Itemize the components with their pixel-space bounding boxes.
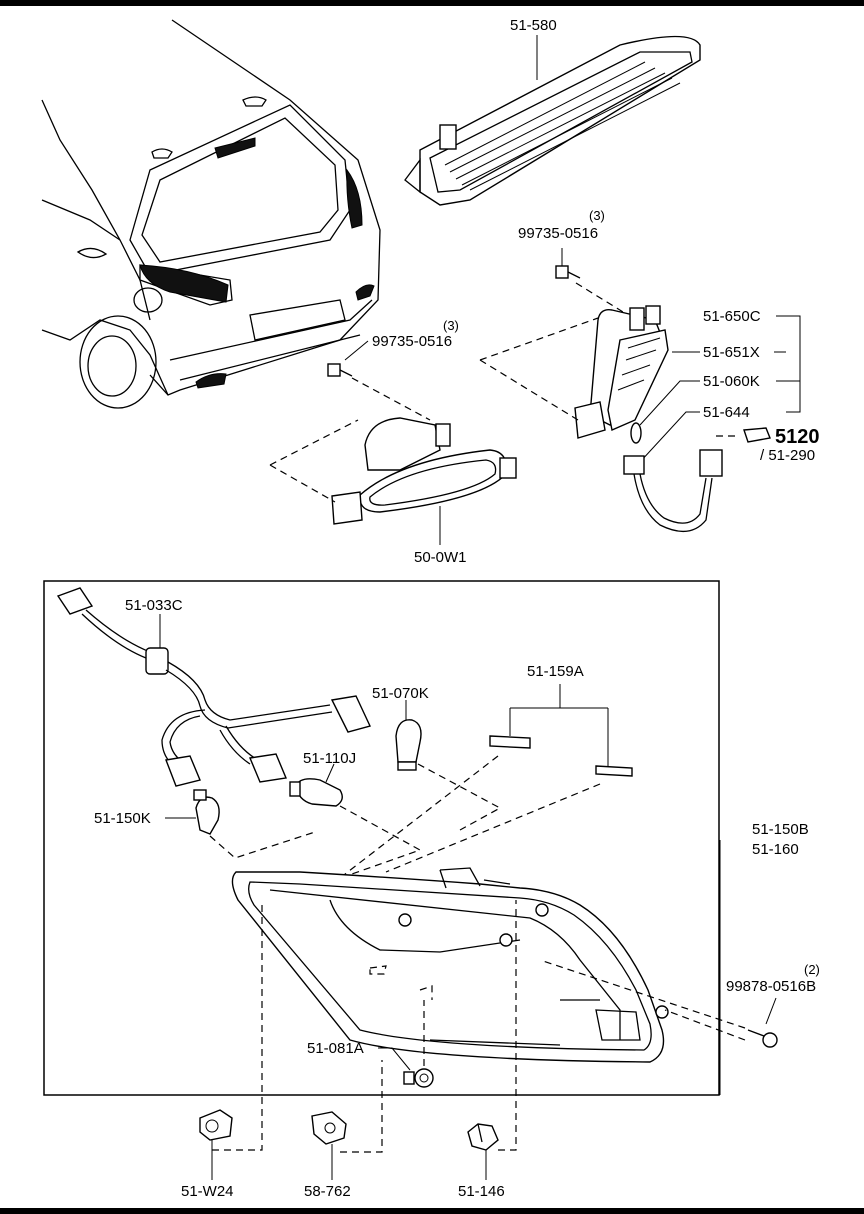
vehicle-rear-illustration <box>41 19 381 409</box>
label-51-580: 51-580 <box>510 17 557 34</box>
dash-fog-b <box>269 464 336 503</box>
dash-screw-upper <box>575 282 629 316</box>
bottom-border <box>0 1208 864 1214</box>
leader-screw-right <box>765 997 777 1025</box>
label-51-110j: 51-110J <box>303 750 356 767</box>
leader-51-060k <box>639 380 700 426</box>
label-51-159a: 51-159A <box>527 663 584 680</box>
label-51-290: / 51-290 <box>760 447 815 464</box>
label-51-650c: 51-650C <box>703 308 761 325</box>
bracket-51-650c <box>776 315 801 413</box>
dash-screw-right-b <box>664 1009 746 1041</box>
leader-51-644 <box>639 411 700 463</box>
bulb-side-icon <box>193 789 220 835</box>
top-border <box>0 0 864 6</box>
leader-51-081a <box>378 1047 411 1071</box>
label-screw-left: 99735-0516 <box>372 333 452 350</box>
dash-bulb-turn <box>334 805 422 881</box>
dash-reflector-b <box>479 359 579 421</box>
screw-right-icon <box>747 1029 778 1048</box>
clip-b-icon <box>311 1111 347 1145</box>
dash-clip-b <box>340 1060 383 1153</box>
connector-ref-icon <box>716 427 771 443</box>
gasket-b <box>595 765 633 777</box>
label-51-070k: 51-070K <box>372 685 429 702</box>
dash-fog-a <box>269 419 359 466</box>
clip-c-icon <box>467 1123 499 1151</box>
dash-screw-left <box>351 377 431 421</box>
label-51-644: 51-644 <box>703 404 750 421</box>
socket-wire-upper <box>623 449 723 532</box>
label-51-060k: 51-060K <box>703 373 760 390</box>
screw-upper-icon <box>555 265 581 279</box>
label-50-0w1: 50-0W1 <box>414 549 467 566</box>
dash-clip-c <box>498 900 517 1151</box>
rear-combination-lamp <box>231 867 669 1063</box>
label-screw-upper: 99735-0516 <box>518 225 598 242</box>
label-51-651x: 51-651X <box>703 344 760 361</box>
label-58-762: 58-762 <box>304 1183 351 1200</box>
dash-gasket-b <box>385 783 601 873</box>
high-mount-stop-lamp <box>404 35 701 206</box>
gasket-a <box>489 735 531 749</box>
bracket-51-159a <box>509 684 609 766</box>
clip-a-icon <box>199 1109 233 1141</box>
reflector-assembly <box>574 305 669 444</box>
dash-bulb-stop <box>417 763 502 831</box>
label-screw-upper-qty: (3) <box>589 208 605 223</box>
fog-lamp <box>331 417 517 525</box>
screw-left-icon <box>327 363 353 377</box>
label-screw-right: 99878-0516B <box>726 978 816 995</box>
label-51-033c: 51-033C <box>125 597 183 614</box>
label-screw-left-qty: (3) <box>443 318 459 333</box>
label-5120: 5120 <box>775 426 820 448</box>
nut-icon <box>403 1068 434 1088</box>
wiring-harness <box>56 587 371 787</box>
bulb-turn-icon <box>289 778 343 807</box>
dash-gasket-a <box>339 755 499 879</box>
dash-clip-a <box>212 900 263 1151</box>
label-51-150b: 51-150B <box>752 821 809 838</box>
leader-51-110j <box>325 763 335 783</box>
label-51-146: 51-146 <box>458 1183 505 1200</box>
label-51-150k: 51-150K <box>94 810 151 827</box>
dash-reflector-a <box>479 317 599 361</box>
label-51-160: 51-160 <box>752 841 799 858</box>
bulb-stop-icon <box>395 719 422 771</box>
label-51-081a: 51-081A <box>307 1040 364 1057</box>
label-51-w24: 51-W24 <box>181 1183 234 1200</box>
leader-screw-left <box>344 340 369 361</box>
dash-bulb-side <box>209 831 316 859</box>
label-screw-right-qty: (2) <box>804 962 820 977</box>
